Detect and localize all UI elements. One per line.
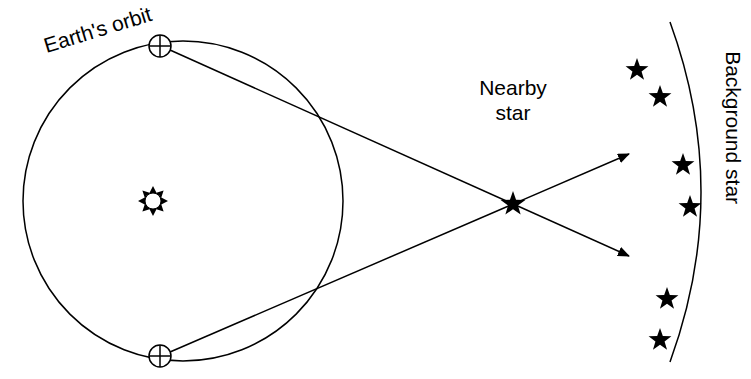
sky-arc [670, 22, 701, 362]
earth-orbit [23, 41, 343, 361]
nearby-star [501, 191, 526, 215]
earth-symbol [149, 35, 171, 57]
background-label: Background star [720, 52, 745, 205]
star-label: Nearby star [473, 75, 553, 125]
orbit-label: Earth's orbit [41, 2, 155, 59]
sun-symbol [138, 186, 168, 216]
sight-line [170, 154, 629, 352]
earth-symbol [149, 345, 171, 367]
background-stars [626, 58, 702, 350]
sight-line [170, 50, 629, 256]
